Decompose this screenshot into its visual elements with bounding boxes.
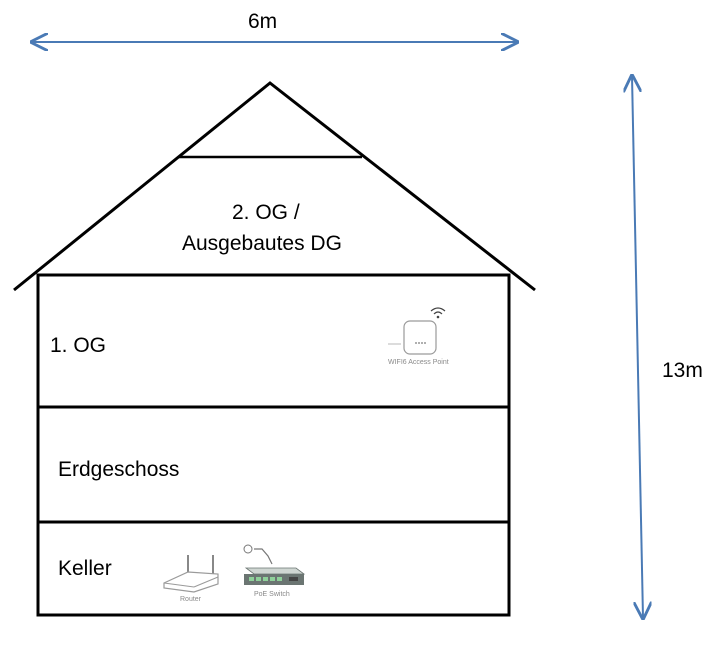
router-device xyxy=(163,555,219,593)
access-point-device xyxy=(388,307,446,355)
roof-outline xyxy=(13,81,536,292)
house-body xyxy=(36,273,511,617)
poe-switch-label: PoE Switch xyxy=(254,591,290,598)
access-point-label: WIFI6 Access Point xyxy=(388,359,449,366)
router-label: Router xyxy=(180,596,202,603)
basement-label: Keller xyxy=(58,557,112,580)
attic-label-line1: 2. OG / xyxy=(232,201,300,224)
height-label: 13m xyxy=(662,359,703,382)
wifi-signal-icon xyxy=(430,307,446,319)
height-dimension-arrow xyxy=(632,76,643,618)
width-label: 6m xyxy=(248,10,278,33)
ground-floor-label: Erdgeschoss xyxy=(58,458,180,481)
poe-switch-device xyxy=(243,544,306,585)
attic-label-line2: Ausgebautes DG xyxy=(182,232,342,255)
first-floor-label: 1. OG xyxy=(50,334,107,357)
